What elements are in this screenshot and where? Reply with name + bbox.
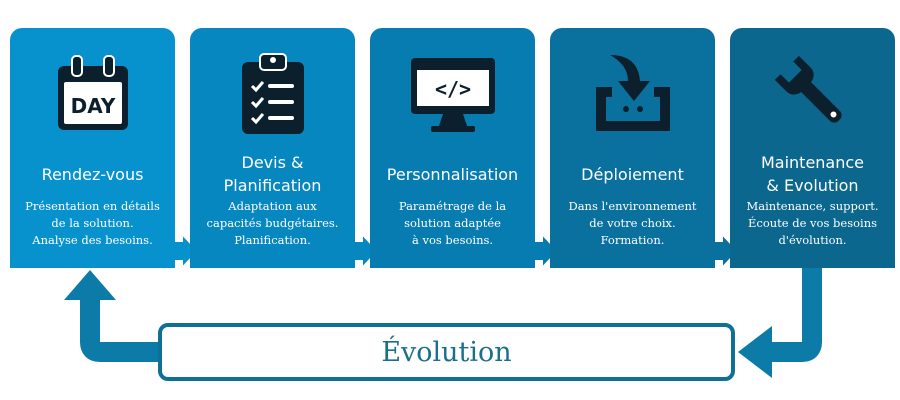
loop-arrow-left <box>80 298 158 362</box>
step-card-devis-planification: Devis & Planification Adaptation aux cap… <box>190 28 355 268</box>
clipboard-checklist-icon <box>190 46 355 142</box>
step-title: Devis & Planification <box>223 153 322 195</box>
step-description: Adaptation aux capacités budgétaires. Pl… <box>206 199 339 247</box>
step-title: Personnalisation <box>386 164 519 184</box>
step-title: Déploiement <box>581 164 684 184</box>
monitor-code-icon: </> <box>370 46 535 142</box>
tray-download-icon <box>550 46 715 142</box>
step-title: Maintenance & Evolution <box>760 153 865 195</box>
step-description: Présentation en détails de la solution. … <box>25 199 160 247</box>
wrench-icon <box>730 46 895 142</box>
step-card-deploiement: Déploiement Dans l'environnement de votr… <box>550 28 715 268</box>
step-description: Dans l'environnement de votre choix. For… <box>568 199 697 247</box>
loop-arrow-right <box>770 268 822 362</box>
step-description: Maintenance, support. Écoute de vos beso… <box>746 199 879 247</box>
evolution-box: Évolution <box>158 323 735 381</box>
step-description: Paramétrage de la solution adaptée à vos… <box>398 199 507 247</box>
loop-arrow-left-head <box>64 270 116 300</box>
step-card-rendez-vous: DAY Rendez-vous Présentation en détails … <box>10 28 175 268</box>
step-title: Rendez-vous <box>41 164 144 184</box>
evolution-label: Évolution <box>381 336 512 368</box>
code-symbol: </> <box>434 77 470 101</box>
step-card-personnalisation: </> Personnalisation Paramétrage de la s… <box>370 28 535 268</box>
loop-arrow-right-head <box>738 326 772 378</box>
calendar-day-icon: DAY <box>10 46 175 142</box>
step-card-maintenance-evolution: Maintenance & Evolution Maintenance, sup… <box>730 28 895 268</box>
calendar-day-label: DAY <box>70 94 115 118</box>
